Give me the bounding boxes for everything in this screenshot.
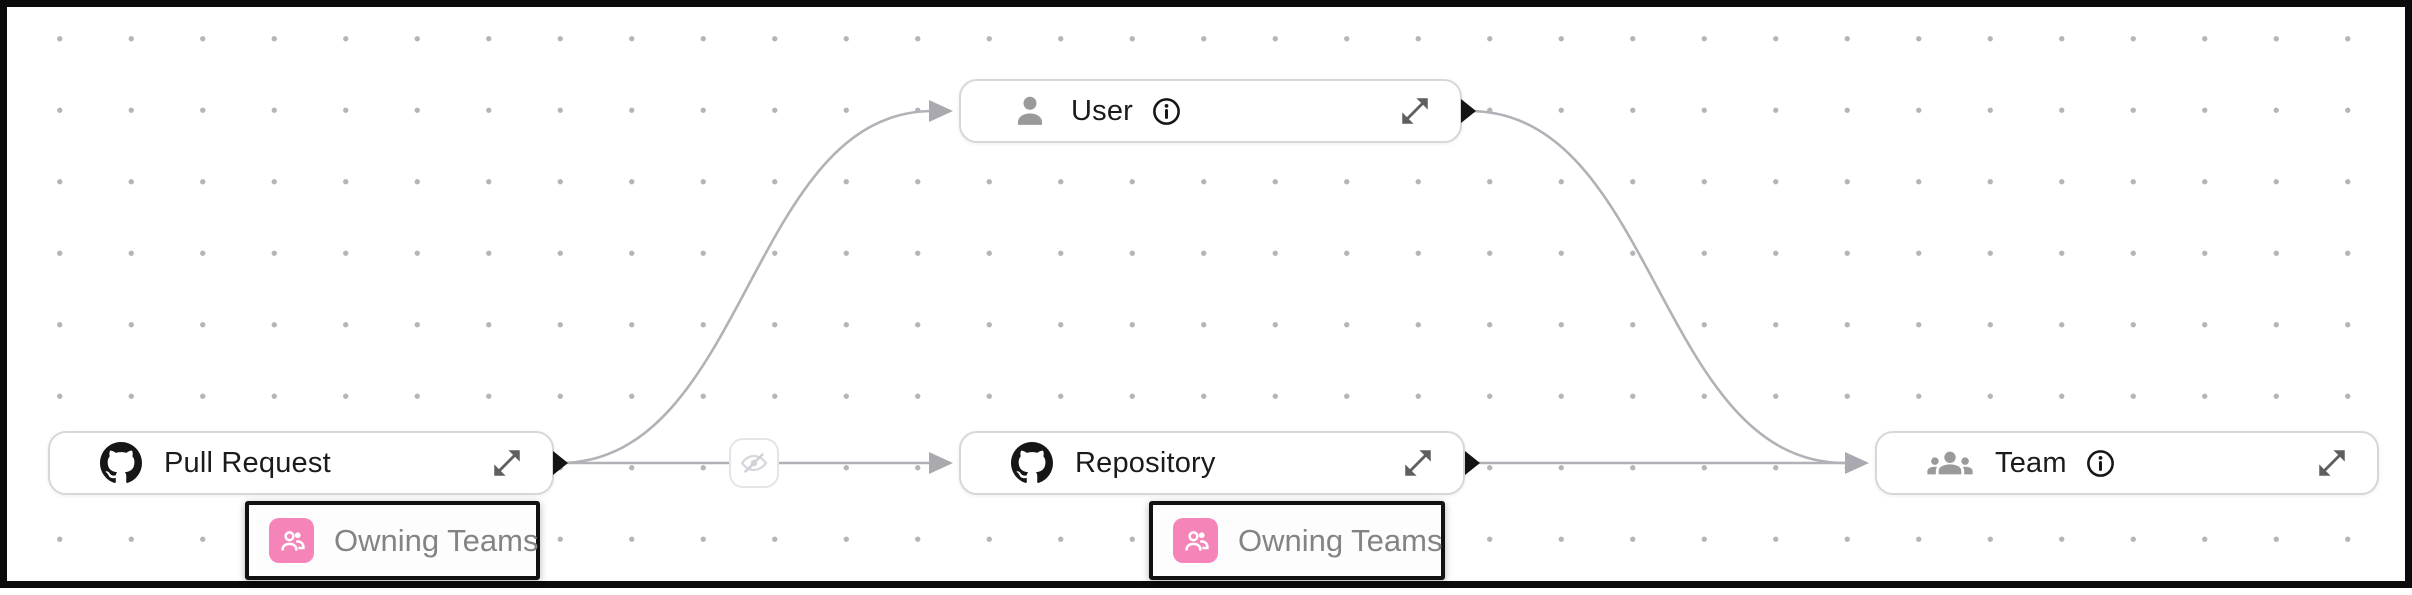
edge-arrowhead-user	[929, 100, 953, 122]
user-icon	[1011, 92, 1049, 130]
node-label: Pull Request	[164, 446, 331, 479]
owning-teams-icon	[1173, 518, 1218, 563]
owning-teams-chip-repository[interactable]: Owning Teams	[1149, 501, 1445, 580]
expand-icon[interactable]	[1398, 94, 1432, 128]
expand-icon[interactable]	[1401, 446, 1435, 480]
node-label: User	[1071, 94, 1134, 127]
team-icon	[1927, 446, 1973, 480]
github-icon	[100, 442, 142, 484]
source-handle-pull-request[interactable]	[553, 451, 568, 475]
edge-arrowhead-repository	[929, 452, 953, 474]
node-user[interactable]: User	[959, 79, 1462, 143]
edge-hidden-badge[interactable]	[729, 438, 779, 488]
edge-arrowhead-team	[1845, 452, 1869, 474]
owning-teams-label: Owning Teams	[334, 522, 539, 558]
info-icon[interactable]	[1151, 96, 1182, 127]
expand-icon[interactable]	[2315, 446, 2349, 480]
source-handle-user[interactable]	[1461, 99, 1476, 123]
node-pull-request[interactable]: Pull Request	[48, 431, 554, 495]
owning-teams-label: Owning Teams	[1238, 522, 1443, 558]
node-label: Team	[1995, 446, 2067, 479]
owning-teams-chip-pull-request[interactable]: Owning Teams	[245, 501, 540, 580]
expand-icon[interactable]	[490, 446, 524, 480]
edge-pull-request-to-user	[558, 109, 934, 465]
node-repository[interactable]: Repository	[959, 431, 1465, 495]
eye-off-icon	[739, 448, 769, 478]
source-handle-repository[interactable]	[1465, 451, 1480, 475]
node-label: Repository	[1075, 446, 1216, 479]
info-icon[interactable]	[2085, 448, 2116, 479]
node-team[interactable]: Team	[1875, 431, 2379, 495]
owning-teams-icon	[269, 518, 314, 563]
edge-user-to-team	[1468, 109, 1846, 465]
github-icon	[1011, 442, 1053, 484]
